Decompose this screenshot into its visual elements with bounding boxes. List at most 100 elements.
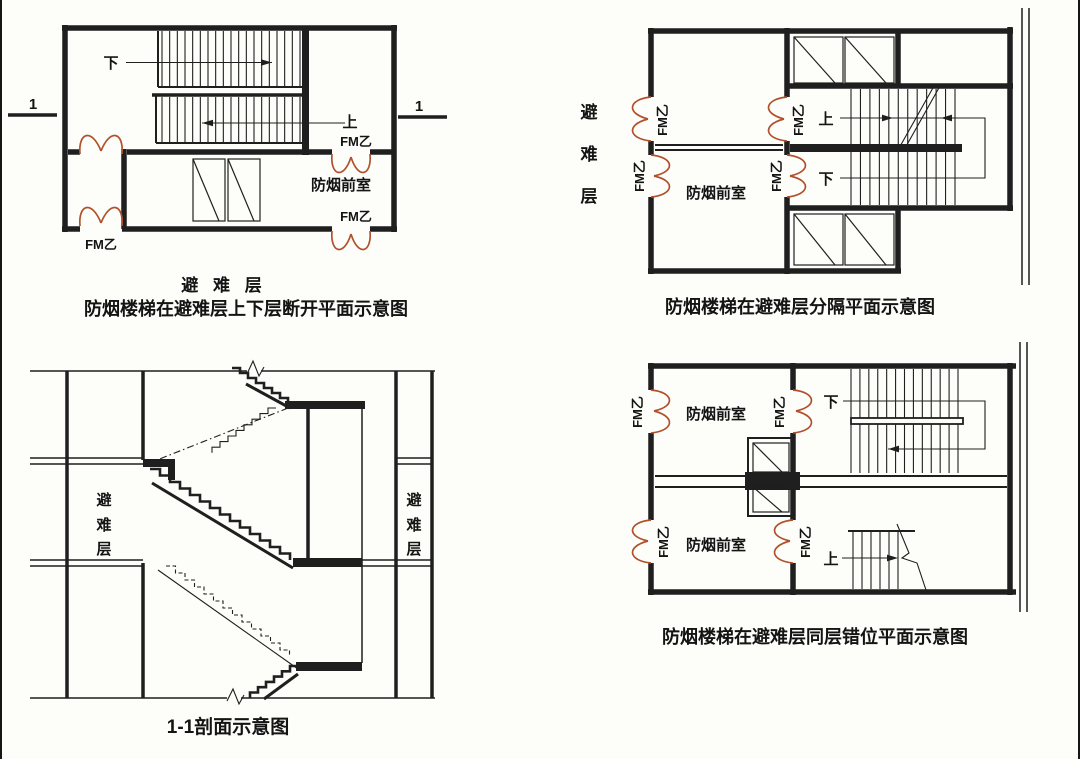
- up-label: 上: [818, 111, 833, 128]
- up-label: 上: [823, 551, 838, 568]
- fire-door-label: FM乙: [630, 396, 645, 428]
- scan-edge-right: [1078, 0, 1080, 759]
- anteroom-label: 防烟前室: [686, 405, 746, 423]
- refuge-floor-caption: 避 难 层: [181, 275, 266, 295]
- door-upper-left: [650, 389, 671, 434]
- section-mark-right: 1: [415, 98, 423, 115]
- partition-bar: [745, 472, 800, 490]
- shaft-symbols-top: [793, 36, 895, 84]
- door-lobby-bottom: [79, 206, 123, 227]
- anteroom-label: 防烟前室: [311, 176, 371, 194]
- down-label: 下: [103, 55, 118, 72]
- room-partition: [655, 475, 1007, 488]
- door-lower-left: [650, 154, 671, 198]
- up-arrow: [842, 554, 898, 562]
- break-mark-top: [246, 359, 265, 378]
- refuge-floor-vertical-label: 层: [406, 541, 421, 558]
- refuge-floor-vertical-label: 难: [405, 516, 421, 534]
- down-arrow: [126, 59, 272, 66]
- section-walls: [65, 371, 434, 698]
- floor-lines: [30, 370, 435, 699]
- door-lower-right: [773, 519, 794, 564]
- diagram-staggered-plan: FM乙 FM乙 FM乙 FM乙 下 上 防烟前室 防烟前室 防烟楼梯在避难层同层…: [630, 342, 1028, 647]
- walls: [648, 27, 1013, 274]
- anteroom-label: 防烟前室: [686, 184, 746, 202]
- stair-break-line: [896, 523, 927, 591]
- down-label: 下: [818, 171, 833, 188]
- up-arrow: [202, 119, 345, 127]
- door-anteroom-exit: [331, 230, 371, 251]
- diagram-title: 防烟楼梯在避难层同层错位平面示意图: [662, 626, 968, 647]
- fire-door-label: FM乙: [772, 396, 787, 428]
- refuge-floor-vertical-label: 避: [406, 491, 421, 509]
- landing-nib: [168, 467, 175, 480]
- shaft-symbols: [752, 442, 790, 513]
- stair-soffit-lower: [157, 569, 299, 670]
- lower-flight-treads: [161, 97, 301, 143]
- stair-soffit-top: [245, 382, 291, 410]
- refuge-floor-vertical-label: 难: [95, 516, 111, 534]
- up-label: 上: [342, 114, 357, 131]
- fire-door-label: FM乙: [632, 160, 647, 192]
- corridor-wall: [1021, 8, 1030, 285]
- door-upper-left: [631, 96, 652, 142]
- refuge-floor-vertical-label: 难: [580, 144, 598, 164]
- stair-soffit-main: [151, 481, 294, 570]
- fire-door-label: FM乙: [769, 160, 784, 192]
- refuge-floor-vertical-label: 层: [581, 187, 598, 206]
- stair-flight-bottom: [248, 664, 298, 698]
- door-lower-right: [786, 154, 807, 198]
- section-mark-left: 1: [29, 96, 37, 113]
- diagram-separated-plan: FM乙 FM乙 FM乙 FM乙 上 下 防烟前室 避 难 层 防烟楼梯在避难层分…: [580, 8, 1030, 317]
- stair-handrail: [850, 417, 964, 425]
- door-upper-right: [767, 96, 788, 142]
- down-arrow: [843, 400, 986, 453]
- fire-door-label: FM乙: [340, 134, 372, 149]
- diagram-title: 防烟楼梯在避难层上下层断开平面示意图: [84, 298, 408, 319]
- section-cut-lines: [8, 113, 447, 119]
- fire-door-label: FM乙: [655, 104, 670, 136]
- anteroom-label: 防烟前室: [686, 536, 746, 554]
- door-lower-left: [631, 519, 652, 564]
- fire-door-label: FM乙: [340, 209, 372, 224]
- stair-flight-upper-thin: [211, 407, 276, 453]
- shaft-box: [747, 437, 794, 517]
- diagram-title: 1-1剖面示意图: [167, 715, 289, 738]
- break-mark-bottom: [226, 687, 245, 706]
- door-anteroom-upper: [331, 153, 371, 174]
- lower-landing-slab: [296, 662, 362, 671]
- upper-flight-treads: [161, 31, 301, 87]
- fire-door-label: FM乙: [798, 526, 813, 558]
- fire-door-label: FM乙: [85, 237, 117, 252]
- diagram-disconnected-plan: 1 1 下 上 FM乙 防烟前室 FM乙 FM乙 避 难 层 防烟楼梯在避难层上…: [8, 25, 447, 319]
- walls: [62, 25, 397, 232]
- shaft-symbols-bottom: [793, 213, 895, 266]
- refuge-floor-vertical-label: 避: [581, 102, 598, 122]
- down-label: 下: [823, 394, 838, 411]
- stair-flight-top: [232, 366, 290, 403]
- room-partition: [655, 144, 783, 151]
- stair-hidden-line: [151, 407, 289, 463]
- fire-door-label: FM乙: [656, 526, 671, 558]
- stair-boundaries: [155, 31, 302, 144]
- scan-edge-left: [0, 0, 2, 759]
- landing-slab: [143, 459, 175, 467]
- upper-landing-slab: [285, 401, 365, 409]
- shaft-symbols: [192, 158, 261, 222]
- refuge-floor-vertical-label: 避: [96, 491, 111, 509]
- fire-door-label: FM乙: [791, 104, 806, 136]
- diagram-section-1-1: 避 难 层 避 难 层 1-1剖面示意图: [30, 359, 435, 738]
- refuge-landing-slab: [293, 558, 362, 567]
- up-flight-treads: [852, 531, 899, 589]
- stair-flight-main: [150, 467, 292, 560]
- stair-divider-bar: [790, 144, 962, 152]
- corridor-wall: [1019, 342, 1028, 612]
- door-upper-right: [792, 389, 813, 434]
- up-flight-treads: [850, 89, 956, 144]
- stair-direction-arrows: [840, 114, 986, 179]
- door-lobby-top: [79, 134, 123, 155]
- stair-flight-lower-dashed: [166, 565, 291, 657]
- stair-soffit-bottom: [263, 672, 299, 701]
